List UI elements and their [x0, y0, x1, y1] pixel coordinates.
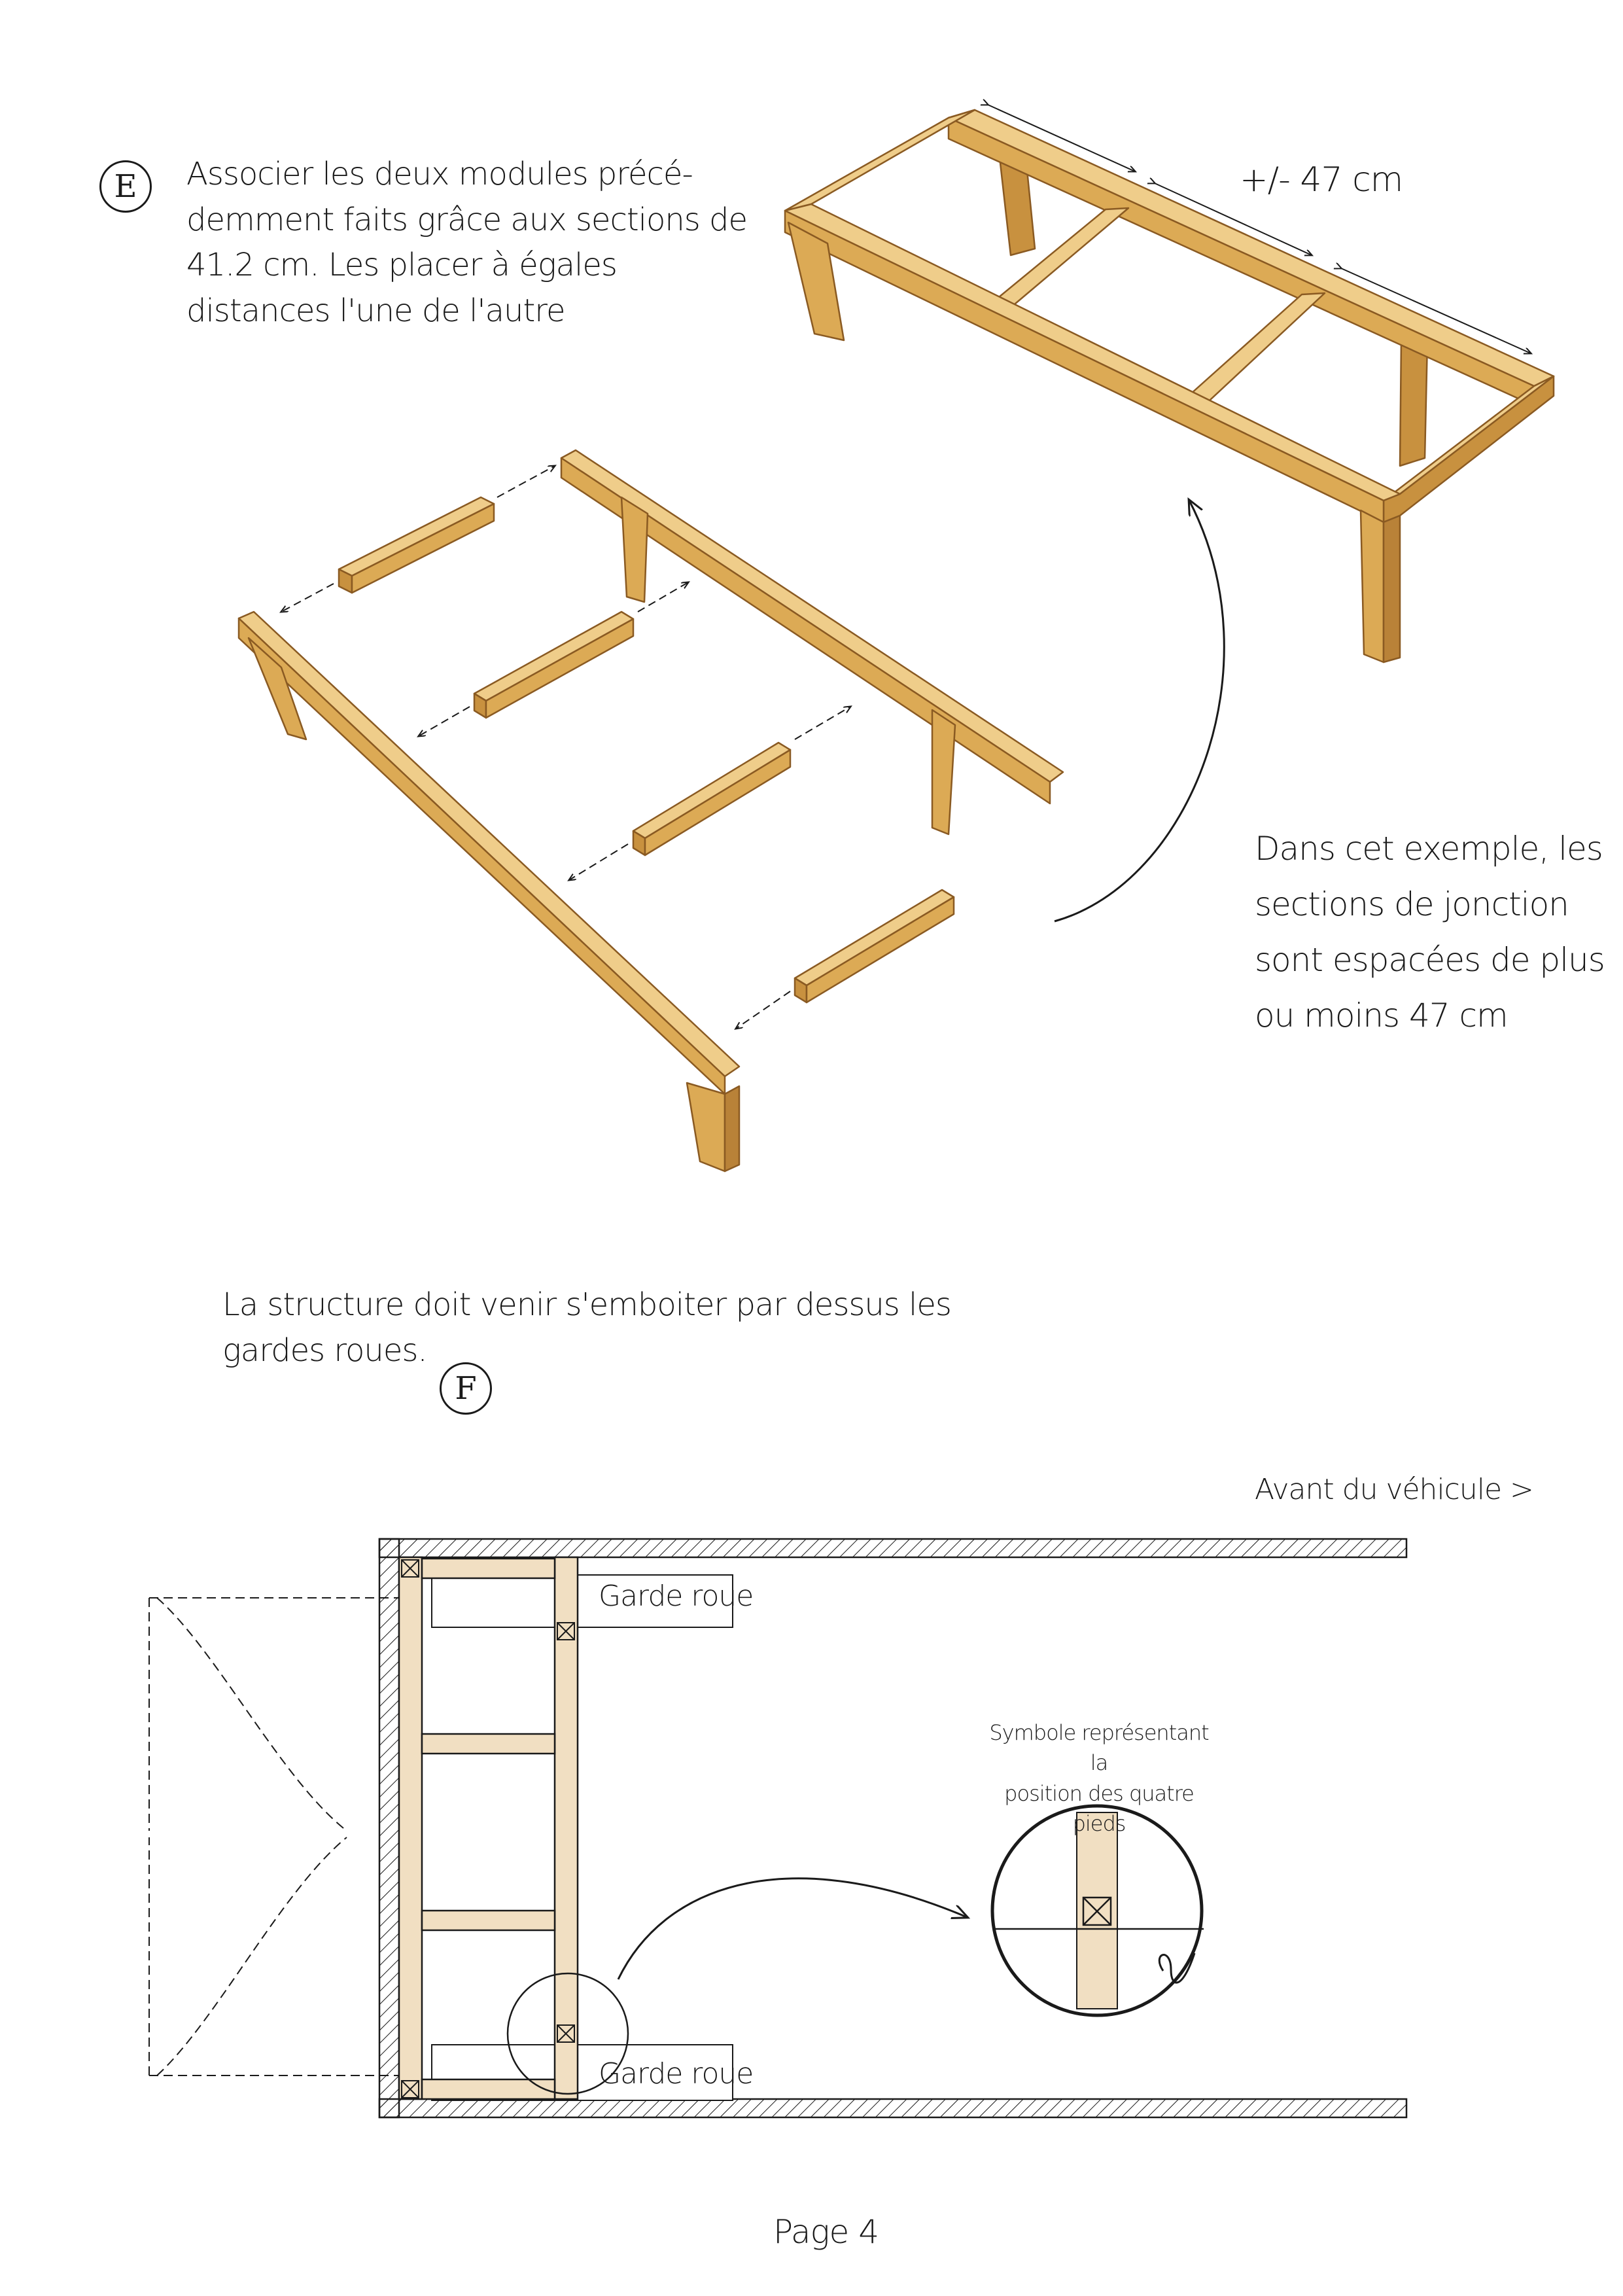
- leg-marker: [557, 1622, 575, 1640]
- placement-arrow: [637, 582, 688, 612]
- vehicle-wall-top: [378, 1538, 1408, 1559]
- leg-marker: [401, 1559, 419, 1578]
- step-f-badge: F: [440, 1362, 492, 1415]
- leg-marker: [557, 2024, 575, 2043]
- bench-rail: [784, 203, 1401, 502]
- placement-arrow: [419, 706, 470, 736]
- vehicle-floor-plan: [148, 1538, 1408, 2119]
- bench-leg: [1382, 514, 1401, 663]
- rear-doors: [148, 1597, 399, 2076]
- module-leg: [931, 709, 956, 836]
- assembled-bench: [784, 109, 1555, 663]
- placement-arrow: [281, 583, 334, 612]
- junction-section: [473, 610, 635, 702]
- bench-leg: [1359, 509, 1385, 663]
- dimension-arrow: [988, 105, 1135, 171]
- bench-rail: [784, 109, 976, 212]
- junction-section: [644, 749, 792, 857]
- vehicle-wall-rear: [378, 1538, 400, 2119]
- junction-section: [485, 618, 635, 719]
- frame-cross-rail: [421, 1909, 556, 1932]
- junction-section: [632, 741, 792, 839]
- frame-long-right: [553, 1556, 579, 2100]
- curved-arrow: [1054, 501, 1225, 923]
- frame-long-left: [398, 1556, 423, 2100]
- bench-leg: [787, 221, 845, 342]
- bench-cross-rail: [1176, 292, 1326, 410]
- magnifier-circle: [506, 1972, 629, 2095]
- exploded-view: [237, 449, 1064, 1173]
- frame-cross-rail: [421, 1733, 556, 1755]
- detail-circle: [990, 1804, 1204, 2017]
- module-rail: [560, 449, 1064, 783]
- placement-arrow: [736, 991, 791, 1029]
- junction-section: [351, 503, 495, 594]
- module-leg: [724, 1085, 741, 1173]
- vehicle-wall-bottom: [378, 2098, 1408, 2119]
- placement-arrow: [794, 707, 850, 740]
- step-e-instruction: Associer les deux modules précé- demment…: [186, 156, 748, 329]
- placement-arrow: [497, 466, 555, 498]
- detail-leg-marker: [1082, 1896, 1112, 1926]
- junction-section: [794, 889, 955, 987]
- frame-end-top: [421, 1557, 556, 1580]
- dimension-arrow: [1155, 183, 1312, 255]
- module-rail: [560, 457, 1051, 805]
- step-f-instruction: La structure doit venir s'emboiter par d…: [222, 1286, 952, 1369]
- wheel-arch-top-label: Garde roue: [599, 1580, 754, 1613]
- spacing-note: Dans cet exemple, les sections de joncti…: [1255, 830, 1605, 1034]
- wheel-arch-top: [431, 1574, 733, 1628]
- module-leg: [686, 1082, 726, 1173]
- leg-marker: [401, 2080, 419, 2098]
- frame-end-bottom: [421, 2078, 556, 2100]
- junction-section: [338, 496, 495, 577]
- bench-leg: [1399, 339, 1429, 467]
- dimension-arrow: [1341, 268, 1531, 353]
- step-e-badge: E: [99, 160, 152, 213]
- wheel-arch-bottom-label: Garde roue: [599, 2057, 754, 2091]
- module-leg: [620, 496, 649, 603]
- junction-section: [805, 896, 955, 1004]
- legend-caption: Symbole représentant la position des qua…: [989, 1720, 1209, 1837]
- detail-arrow: [617, 1877, 967, 1980]
- placement-arrow: [569, 843, 629, 880]
- module-leg: [247, 637, 307, 741]
- vehicle-front-label: Avant du véhicule >: [1255, 1473, 1534, 1506]
- page-number: Page 4: [773, 2213, 879, 2251]
